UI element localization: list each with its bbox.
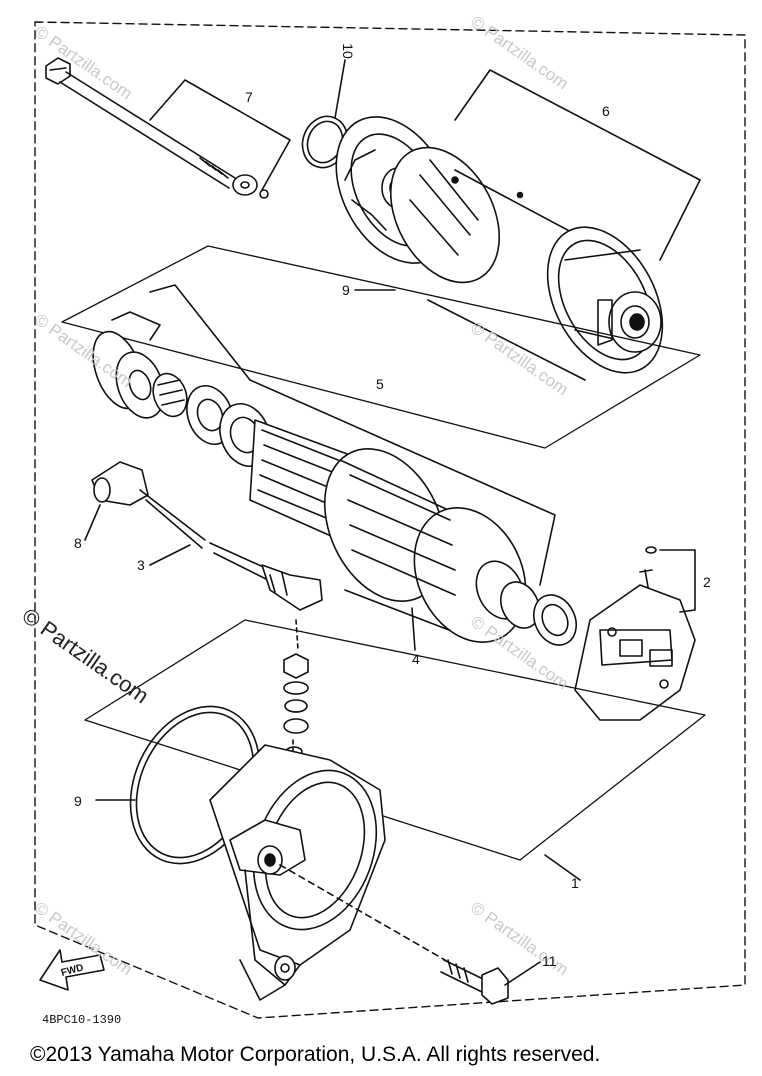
callout-6: 6 <box>602 103 610 119</box>
part-8-cable-boot <box>91 461 149 506</box>
callout-5: 5 <box>376 376 384 392</box>
part-2-brush-holder <box>574 546 696 721</box>
part-7-washer <box>232 174 269 199</box>
diagram-code: 4BPC10-1390 <box>42 1013 122 1027</box>
callout-leader-10 <box>334 59 346 119</box>
callout-9-top: 9 <box>342 282 350 298</box>
callout-9-bottom: 9 <box>74 793 82 809</box>
part-7-through-bolt <box>45 57 236 189</box>
callout-4: 4 <box>412 651 420 667</box>
callout-leader-6 <box>454 69 701 261</box>
callout-leader-2 <box>659 549 696 613</box>
callout-7: 7 <box>245 89 253 105</box>
callout-leader-11 <box>504 961 541 986</box>
copyright-notice: ©2013 Yamaha Motor Corporation, U.S.A. A… <box>30 1043 601 1066</box>
callout-8: 8 <box>74 535 82 551</box>
callout-leader-3 <box>149 544 191 566</box>
assembly-boundary <box>34 21 746 1019</box>
callout-leader-5 <box>149 284 556 586</box>
callout-1: 1 <box>571 875 579 891</box>
part-3-lead-wire <box>139 489 323 611</box>
part-4-armature <box>249 419 577 646</box>
part-1-front-cover <box>209 744 386 1001</box>
fwd-arrow-icon <box>39 949 105 991</box>
callout-3: 3 <box>137 557 145 573</box>
terminal-nut-washers <box>283 619 309 766</box>
callout-leader-7 <box>149 79 291 191</box>
callout-leader-4 <box>411 607 416 651</box>
callout-2: 2 <box>703 574 711 590</box>
part-5-washers <box>92 311 271 467</box>
part-11-flange-bolt <box>440 959 509 1005</box>
callout-10: 10 <box>339 43 356 59</box>
part-6-rear-cover <box>335 116 664 381</box>
bolt-alignment-line <box>279 864 446 961</box>
callout-leader-1 <box>544 854 581 881</box>
callout-11: 11 <box>542 953 557 969</box>
group-outline-5 <box>61 245 701 449</box>
callout-leader-8 <box>84 504 101 541</box>
